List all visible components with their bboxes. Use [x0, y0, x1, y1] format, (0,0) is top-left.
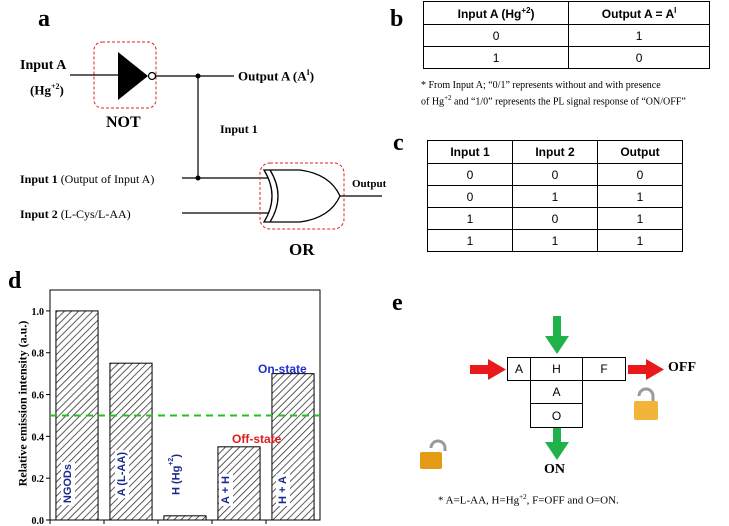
panel-c-letter: c — [393, 130, 404, 156]
panel-e-letter: e — [392, 290, 403, 316]
panel-d-letter: d — [8, 268, 22, 294]
input-1-wire-label: Input 1 — [220, 122, 258, 136]
off-state-label: Off-state — [232, 432, 282, 446]
cell-h: H — [530, 357, 583, 381]
header-output: Output — [597, 140, 683, 164]
cell-a: A — [507, 357, 531, 381]
bar-label-a-plus-h: A + H — [219, 474, 233, 507]
red-arrow-right-input — [488, 359, 506, 380]
input-2-label: Input 2 (L-Cys/L-AA) — [20, 207, 131, 221]
table-cell: 1 — [422, 46, 570, 69]
table-cell: 1 — [512, 229, 598, 252]
header-input-1: Input 1 — [427, 140, 513, 164]
table-cell: 0 — [422, 24, 570, 47]
not-gate-box — [93, 41, 157, 109]
emission-bar-chart: 0.0 0.2 0.4 0.6 0.8 1.0 — [32, 289, 321, 526]
or-gate-shape — [262, 169, 341, 223]
table-cell: 0 — [568, 46, 710, 69]
bar-label-h-hg: H (Hg+2) — [167, 452, 184, 497]
table-cell: 1 — [597, 229, 683, 252]
input-a-hg-label: (Hg+2) — [30, 82, 64, 98]
off-label: OFF — [668, 360, 696, 375]
output-a-label: Output A (AI) — [238, 68, 315, 84]
not-gate-bubble — [147, 71, 157, 81]
cell-f: F — [582, 357, 626, 381]
on-state-label: On-state — [258, 362, 307, 376]
y-tick-label: 0.0 — [32, 516, 45, 526]
open-lock-icon — [420, 439, 447, 469]
not-gate-label: NOT — [106, 114, 141, 131]
table-cell: 1 — [427, 229, 513, 252]
bar-label-h-plus-a: H + A — [276, 474, 290, 507]
bar-label-a-laa: A (L-AA) — [115, 450, 129, 499]
memory-device-diagram — [420, 316, 664, 469]
table-cell: 1 — [568, 24, 710, 47]
table-cell: 1 — [597, 207, 683, 230]
cell-o: O — [530, 403, 583, 428]
table-cell: 0 — [512, 207, 598, 230]
table-cell: 0 — [597, 163, 683, 186]
panel-b-note: * From Input A; “0/1” represents without… — [421, 80, 686, 108]
green-arrow-down-top — [545, 336, 569, 354]
y-tick-label: 0.4 — [32, 432, 45, 443]
y-tick-label: 1.0 — [32, 307, 45, 318]
table-cell: 0 — [427, 163, 513, 186]
cell-a2: A — [530, 380, 583, 404]
closed-lock-icon — [634, 387, 658, 420]
table-cell: 0 — [512, 163, 598, 186]
or-output-label: Output — [352, 178, 387, 190]
logic-circuit-diagram — [70, 41, 382, 230]
header-output-a: Output A = AI — [568, 1, 710, 25]
y-tick-label: 0.6 — [32, 391, 45, 402]
or-gate-label: OR — [289, 240, 315, 259]
bar-label-ngods: NGODs — [61, 462, 75, 506]
header-input-a: Input A (Hg+2) — [422, 1, 570, 25]
input-1-label: Input 1 (Output of Input A) — [20, 172, 155, 186]
y-tick-label: 0.2 — [32, 474, 45, 485]
not-gate-triangle — [118, 52, 148, 100]
input-a-label: Input A — [20, 58, 67, 73]
on-label: ON — [544, 462, 565, 477]
panel-a-letter: a — [38, 6, 50, 32]
table-cell: 1 — [597, 185, 683, 208]
red-arrow-right-output — [646, 359, 664, 380]
green-arrow-down-bottom — [545, 442, 569, 460]
table-cell: 1 — [512, 185, 598, 208]
header-input-2: Input 2 — [512, 140, 598, 164]
y-tick-label: 0.8 — [32, 349, 45, 360]
panel-b-letter: b — [390, 6, 404, 32]
bar — [163, 515, 207, 521]
table-cell: 0 — [427, 185, 513, 208]
panel-e-footnote: * A=L-AA, H=Hg+2, F=OFF and O=ON. — [438, 493, 619, 507]
table-cell: 1 — [427, 207, 513, 230]
bar — [271, 373, 315, 521]
